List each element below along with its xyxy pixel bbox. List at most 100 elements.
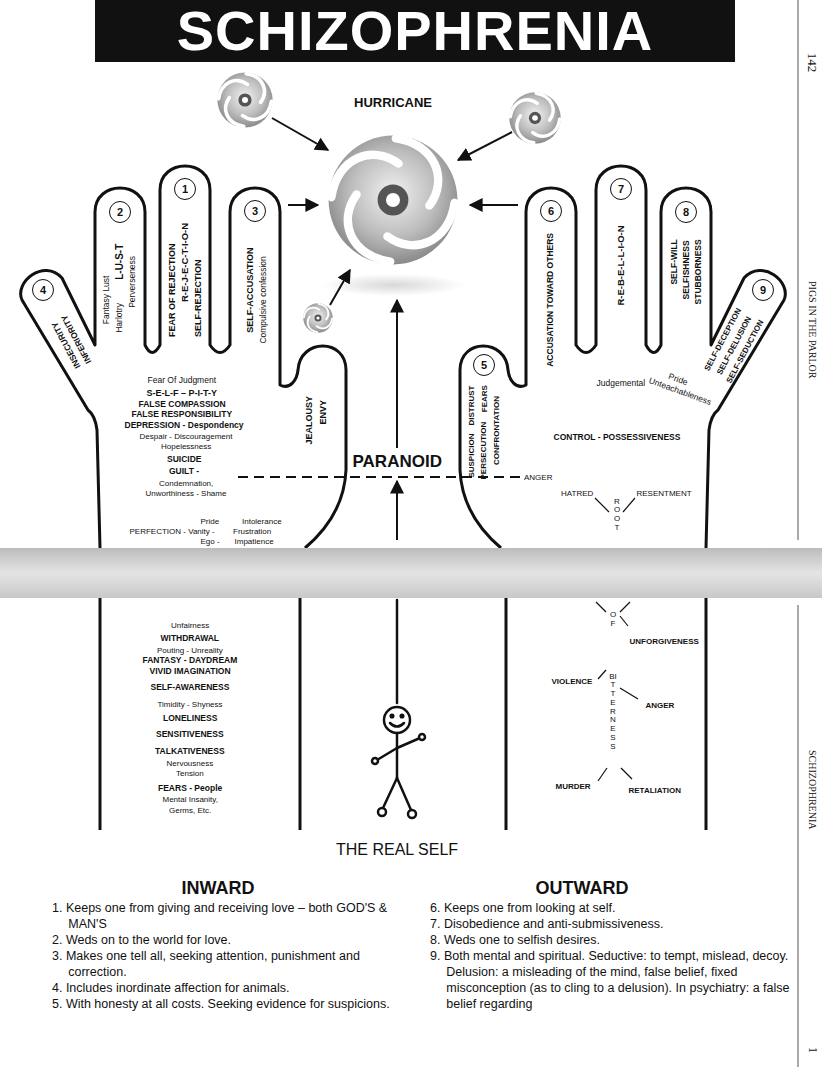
callout-number: 4	[40, 285, 46, 296]
illustration-circle	[391, 715, 394, 718]
illustration-line	[396, 300, 398, 448]
finger-label: SELF-REJECTION	[193, 259, 203, 337]
illustration-use	[509, 92, 561, 144]
illustration-line	[705, 598, 708, 830]
text-label: SELF-AWARENESS	[151, 683, 230, 693]
text-label: Impatience	[235, 537, 274, 546]
callout-circle: 4	[32, 279, 54, 301]
text-label: S-E-L-F – P-I-T-Y	[147, 388, 218, 398]
text-label: Nervousness	[167, 759, 214, 768]
list-item: 8. Weds one to selfish desires.	[430, 932, 792, 948]
text-label: PERFECTION - Vanity -	[130, 527, 215, 536]
text-label: HURRICANE	[354, 96, 432, 111]
text-label: FALSE RESPONSIBILITY	[132, 410, 233, 420]
illustration-use	[217, 72, 272, 127]
vertical-label: OF	[609, 611, 617, 629]
text-label: FALSE COMPASSION	[139, 400, 226, 410]
callout-number: 5	[481, 360, 487, 371]
illustration-line	[272, 118, 328, 150]
text-label: RETALIATION	[629, 786, 682, 795]
list-item: 1. Keeps one from giving and receiving l…	[52, 900, 402, 932]
text-label: ANGER	[646, 701, 675, 710]
list-item: 2. Weds on to the world for love.	[52, 932, 402, 948]
margin-rule	[798, 0, 799, 1067]
finger-label: DISTRUST	[467, 385, 476, 425]
illustration-line	[621, 768, 632, 779]
illustration-line	[798, 605, 799, 1067]
illustration-circle	[378, 808, 386, 816]
illustration-line	[330, 270, 350, 305]
illustration-line	[505, 598, 508, 830]
text-label: SENSITIVENESS	[156, 730, 224, 740]
text-label: Unworthiness - Shame	[146, 489, 227, 498]
finger-label: L-U-S-T	[114, 244, 126, 280]
text-label: Timidity - Shyness	[158, 700, 223, 709]
illustration-path	[390, 723, 404, 727]
text-label: Intolerance	[242, 517, 282, 526]
finger-label: ACCUSATION TOWARD OTHERS	[546, 233, 556, 367]
list-item: 9. Both mental and spiritual. Seductive:…	[430, 948, 792, 1012]
text-label: CONTROL - POSSESSIVENESS	[554, 433, 681, 443]
callout-circle: 6	[540, 200, 562, 222]
finger-label: SUSPICION	[467, 433, 476, 477]
text-label: UNFORGIVENESS	[630, 637, 699, 646]
dashed-line	[238, 476, 520, 478]
text-label: HATRED	[561, 489, 593, 498]
finger-label: FEARS	[479, 385, 488, 412]
illustration-line	[458, 132, 512, 160]
illustration-line	[397, 778, 411, 810]
text-label: ANGER	[524, 473, 552, 482]
outward-list: 6. Keeps one from looking at self.7. Dis…	[430, 900, 792, 1012]
text-label: PARANOID	[348, 452, 447, 472]
callout-number: 6	[548, 206, 554, 217]
finger-label: JEALOUSY	[304, 396, 314, 445]
list-item: 4. Includes inordinate affection for ani…	[52, 980, 402, 996]
illustration-circle	[408, 810, 416, 818]
illustration-line	[595, 498, 609, 512]
finger-label: R-E-B-E-L-L-I-O-N	[616, 225, 627, 305]
finger-label: SELFISHNESS	[681, 240, 691, 299]
stick-figure	[372, 600, 425, 818]
list-item: 7. Disobedience and anti-submissiveness.	[430, 916, 792, 932]
callout-number: 9	[760, 285, 766, 296]
finger-label: Compulsive confession	[258, 256, 268, 343]
text-label: SUICIDE	[167, 455, 201, 465]
title-band: SCHIZOPHRENIA	[95, 0, 735, 62]
illustration-use	[460, 166, 785, 548]
list-item: 6. Keeps one from looking at self.	[430, 900, 792, 916]
finger-label: FEAR OF REJECTION	[167, 243, 177, 337]
text-label: FANTASY - DAYDREAM	[143, 656, 238, 666]
illustration-circle	[384, 707, 410, 733]
text-label: LONELINESS	[163, 714, 217, 724]
callout-number: 1	[182, 184, 188, 195]
hurricanes	[217, 72, 560, 332]
text-label: Hopelessness	[161, 442, 211, 451]
text-label: WITHDRAWAL	[161, 634, 220, 644]
text-label: Tension	[176, 769, 204, 778]
title-text: SCHIZOPHRENIA	[177, 3, 654, 59]
callout-circle: 8	[675, 201, 697, 223]
text-label: INWARD	[182, 878, 255, 899]
text-label: Frustration	[233, 527, 271, 536]
callout-circle: 3	[244, 200, 266, 222]
text-label: DEPRESSION - Despondency	[125, 421, 244, 431]
text-label: Condemnation,	[159, 479, 213, 488]
margin-label: SCHIZOPHRENIA	[806, 750, 818, 829]
finger-label: SELF-WILL	[669, 239, 679, 284]
finger-label: Harlotry	[115, 303, 125, 333]
illustration-use	[329, 136, 458, 265]
callout-number: 3	[252, 206, 258, 217]
illustration-line	[396, 481, 398, 540]
callout-number: 7	[618, 184, 624, 195]
margin-label: 142	[804, 52, 819, 72]
finger-label: ENVY	[318, 400, 328, 425]
finger-label: Perverseness	[128, 256, 138, 308]
list-item: 5. With honesty at all costs. Seeking ev…	[52, 996, 402, 1012]
illustration-line	[620, 602, 630, 612]
illustration-path	[21, 166, 346, 548]
callout-circle: 9	[752, 279, 774, 301]
text-label: RESENTMENT	[637, 489, 692, 498]
illustration-line	[377, 748, 397, 760]
illustration-circle	[372, 758, 378, 764]
text-label: VIVID IMAGINATION	[150, 667, 231, 677]
